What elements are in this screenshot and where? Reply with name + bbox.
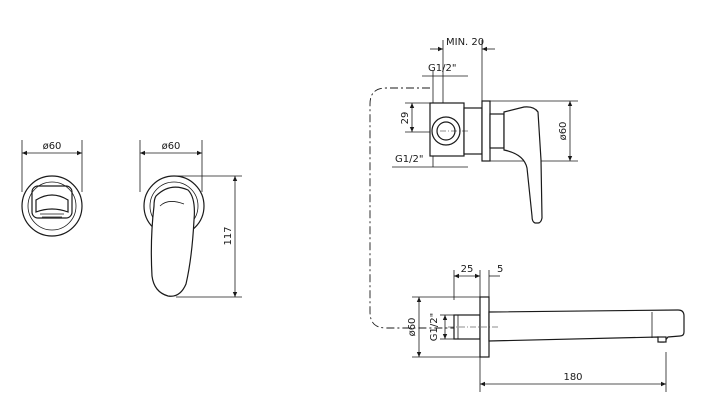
dim-60-label: ø60 (558, 122, 569, 141)
dim-thread-top-label: G1/2" (428, 63, 456, 74)
handle-lever-edge (159, 201, 185, 207)
mixer-lever (503, 106, 543, 224)
side-handle-view: ø60 117 (139, 140, 242, 298)
front-knob-view: ø60 (21, 140, 83, 237)
handle-lever-body (150, 186, 195, 297)
knob-lever-grip (35, 194, 69, 213)
knob-inner-ring (27, 181, 77, 231)
knob-outer-ring (21, 175, 83, 237)
dim-25-label: 25 (461, 264, 474, 275)
dim-60-label: ø60 (407, 318, 418, 337)
connecting-pipe (369, 87, 454, 329)
dim-thread-bottom-label: G1/2" (395, 154, 423, 165)
dim-height-label: 117 (223, 226, 234, 245)
dim-29-label: 29 (400, 112, 411, 125)
knob-lever-face (31, 185, 73, 219)
dim-width-label: ø60 (43, 141, 62, 152)
mixer-spindle (489, 113, 505, 149)
dim-width-label: ø60 (162, 141, 181, 152)
dim-thread-label: G1/2" (429, 313, 440, 341)
spout-view: 25 5 ø60 G1/2" 180 (407, 264, 685, 392)
spout-aerator (657, 336, 667, 343)
knob-lever-ridges (40, 213, 64, 218)
dim-5-label: 5 (497, 264, 503, 275)
spout-body (488, 309, 685, 343)
mixer-rosette-plate (481, 100, 491, 162)
dim-min-label: MIN. 20 (446, 37, 484, 48)
mixer-body (429, 102, 465, 157)
dim-180-label: 180 (563, 372, 582, 383)
mixer-side-view: MIN. 20 G1/2" 29 G1/2" ø60 (392, 37, 578, 224)
